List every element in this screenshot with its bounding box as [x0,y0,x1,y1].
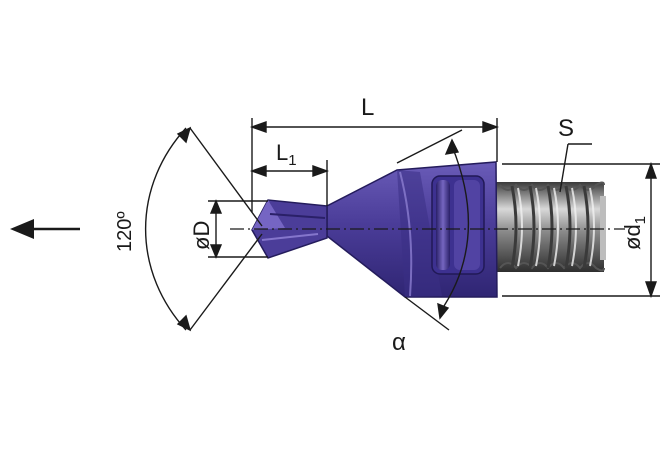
label-S: S [558,115,574,142]
thread-leader [559,143,592,193]
label-alpha: α [392,329,406,356]
label-d1: ød1 [620,216,649,250]
label-point-angle: 120º [114,211,136,252]
dimension-d1 [502,161,660,299]
label-L: L [361,94,374,121]
dimension-D [208,199,268,259]
dimension-L [249,118,500,212]
dimension-point-angle [144,126,263,332]
label-L1: L1 [276,140,297,169]
dimension-alpha [396,129,470,331]
label-D: øD [189,221,214,250]
feed-direction-arrow-icon [10,219,80,239]
dimension-L1 [249,160,330,206]
threaded-shank [496,181,606,272]
